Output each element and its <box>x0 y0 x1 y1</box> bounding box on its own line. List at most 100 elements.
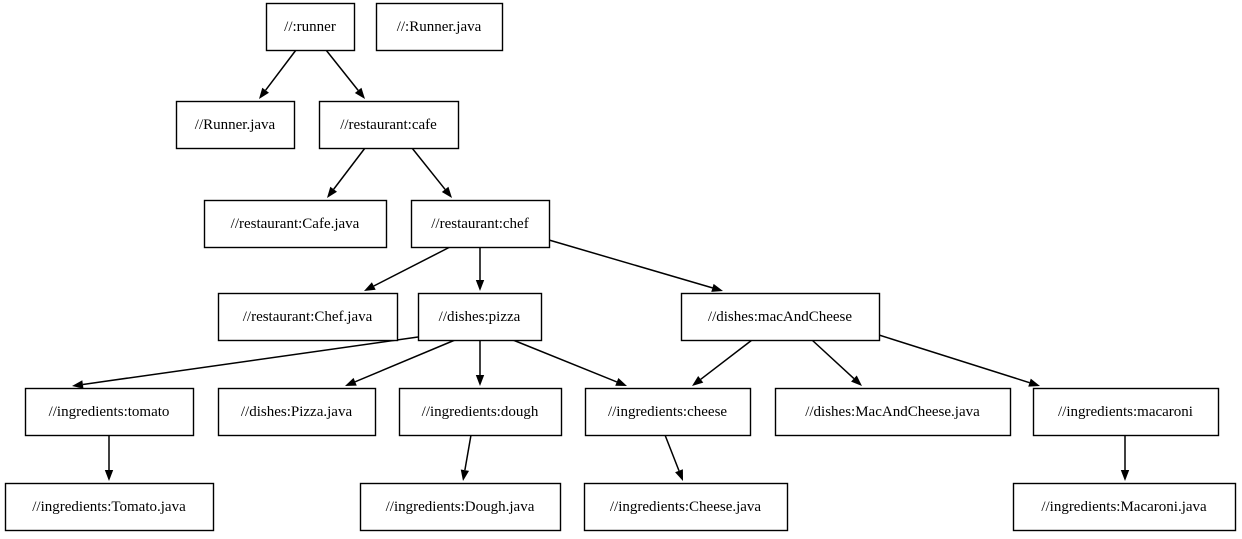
node-box[interactable] <box>680 292 881 342</box>
node-label: //ingredients:Dough.java <box>386 499 535 515</box>
edge-mac_and_cheese-to-macaroni <box>878 334 1040 387</box>
arrowhead-icon <box>345 377 357 386</box>
node-box[interactable] <box>203 199 388 249</box>
graph-node-pizza[interactable]: //dishes:pizza <box>417 292 543 342</box>
arrowhead-icon <box>354 87 365 99</box>
edge-line <box>373 246 451 287</box>
node-box[interactable] <box>217 292 399 342</box>
arrowhead-icon <box>851 375 862 386</box>
arrowhead-icon <box>711 283 723 292</box>
graph-node-mac_and_cheese[interactable]: //dishes:macAndCheese <box>680 292 881 342</box>
edge-line <box>512 339 618 383</box>
graph-node-pizza_java[interactable]: //dishes:Pizza.java <box>217 387 377 437</box>
edge-runner-to-runner_java <box>259 49 297 99</box>
node-label: //dishes:MacAndCheese.java <box>805 404 980 420</box>
graph-node-runner[interactable]: //:runner <box>265 2 356 52</box>
node-label: //restaurant:cafe <box>340 117 437 133</box>
edge-line <box>265 49 297 91</box>
edge-line <box>411 147 446 190</box>
node-box[interactable] <box>583 482 789 532</box>
graph-node-runner_java[interactable]: //Runner.java <box>175 100 296 150</box>
graph-node-cafe_java[interactable]: //restaurant:Cafe.java <box>203 199 388 249</box>
arrowhead-icon <box>460 469 470 481</box>
node-box[interactable] <box>417 292 543 342</box>
node-label: //:Runner.java <box>397 19 482 35</box>
edge-pizza-to-pizza_java <box>345 339 456 386</box>
node-box[interactable] <box>398 387 563 437</box>
node-box[interactable] <box>4 482 215 532</box>
node-label: //ingredients:dough <box>422 404 539 420</box>
node-label: //dishes:macAndCheese <box>708 309 852 325</box>
graph-node-mac_cheese_java[interactable]: //dishes:MacAndCheese.java <box>774 387 1012 437</box>
graph-node-dough[interactable]: //ingredients:dough <box>398 387 563 437</box>
node-box[interactable] <box>24 387 195 437</box>
arrowhead-icon <box>104 470 114 481</box>
node-box[interactable] <box>359 482 562 532</box>
edge-pizza-to-tomato <box>72 336 419 389</box>
arrowhead-icon <box>475 375 485 386</box>
node-label: //dishes:Pizza.java <box>241 404 353 420</box>
node-box[interactable] <box>175 100 296 150</box>
edge-line <box>811 339 855 380</box>
arrowhead-icon <box>675 469 683 481</box>
graph-node-root_runner_java[interactable]: //:Runner.java <box>375 2 504 52</box>
edge-line <box>700 339 753 380</box>
node-label: //Runner.java <box>195 117 276 133</box>
arrowhead-icon <box>72 380 84 389</box>
graph-node-chef[interactable]: //restaurant:chef <box>410 199 551 249</box>
graph-node-macaroni_java[interactable]: //ingredients:Macaroni.java <box>1012 482 1237 532</box>
node-label: //ingredients:Macaroni.java <box>1041 499 1207 515</box>
arrowhead-icon <box>475 280 485 291</box>
node-label: //ingredients:Tomato.java <box>32 499 186 515</box>
node-label: //restaurant:chef <box>431 216 528 232</box>
edge-chef-to-pizza <box>475 247 485 291</box>
node-label: //ingredients:tomato <box>49 404 170 420</box>
arrowhead-icon <box>441 186 452 198</box>
graph-node-tomato_java[interactable]: //ingredients:Tomato.java <box>4 482 215 532</box>
node-label: //ingredients:cheese <box>608 404 727 420</box>
node-box[interactable] <box>584 387 752 437</box>
node-box[interactable] <box>410 199 551 249</box>
edges-layer <box>72 49 1130 481</box>
edge-line <box>878 334 1030 384</box>
edge-pizza-to-cheese <box>512 339 627 386</box>
graph-node-tomato[interactable]: //ingredients:tomato <box>24 387 195 437</box>
node-box[interactable] <box>265 2 356 52</box>
graph-node-cheese[interactable]: //ingredients:cheese <box>584 387 752 437</box>
edge-chef-to-mac_and_cheese <box>548 239 723 292</box>
edge-line <box>548 239 713 289</box>
arrowhead-icon <box>615 377 627 386</box>
graph-node-chef_java[interactable]: //restaurant:Chef.java <box>217 292 399 342</box>
edge-line <box>325 49 359 91</box>
node-label: //dishes:pizza <box>439 309 521 325</box>
graph-node-cafe[interactable]: //restaurant:cafe <box>318 100 460 150</box>
graph-node-cheese_java[interactable]: //ingredients:Cheese.java <box>583 482 789 532</box>
edge-dough-to-dough_java <box>460 434 472 481</box>
edge-runner-to-cafe <box>325 49 365 99</box>
arrowhead-icon <box>364 282 376 291</box>
graph-node-dough_java[interactable]: //ingredients:Dough.java <box>359 482 562 532</box>
edge-line <box>82 336 419 386</box>
arrowhead-icon <box>1028 378 1040 387</box>
node-box[interactable] <box>1012 482 1237 532</box>
node-box[interactable] <box>217 387 377 437</box>
node-box[interactable] <box>375 2 504 52</box>
node-label: //ingredients:macaroni <box>1058 404 1193 420</box>
arrowhead-icon <box>1120 470 1130 481</box>
edge-tomato-to-tomato_java <box>104 435 114 481</box>
edge-line <box>333 147 366 190</box>
edge-mac_and_cheese-to-mac_cheese_java <box>811 339 862 386</box>
node-label: //restaurant:Cafe.java <box>231 216 360 232</box>
node-label: //restaurant:Chef.java <box>243 309 373 325</box>
arrowhead-icon <box>259 87 269 99</box>
node-box[interactable] <box>1032 387 1220 437</box>
node-box[interactable] <box>318 100 460 150</box>
graph-node-macaroni[interactable]: //ingredients:macaroni <box>1032 387 1220 437</box>
edge-line <box>664 434 680 472</box>
edge-pizza-to-dough <box>475 340 485 386</box>
arrowhead-icon <box>692 375 704 386</box>
node-box[interactable] <box>774 387 1012 437</box>
node-label: //:runner <box>284 19 336 35</box>
